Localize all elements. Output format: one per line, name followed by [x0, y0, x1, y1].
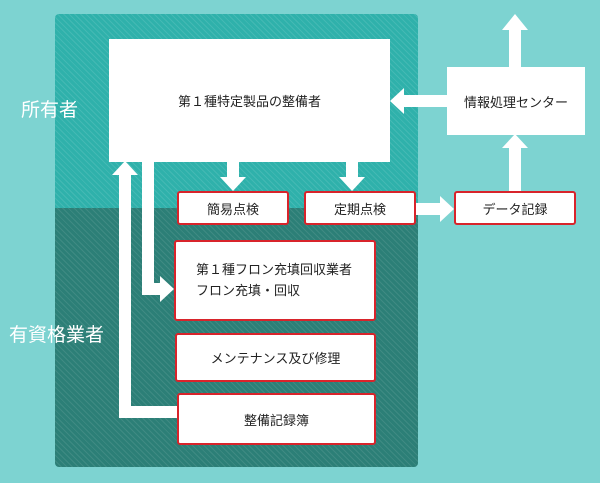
info-center-box: 情報処理センター [447, 67, 585, 135]
arrow-center-up [509, 30, 521, 68]
info-center-label: 情報処理センター [463, 95, 568, 111]
maintainer-box: 第１種特定製品の整備者 [109, 39, 390, 162]
data-record-box: データ記録 [454, 191, 576, 225]
arrow-head-record-to-center [502, 134, 528, 148]
arrow-head-log-to-maintainer [112, 161, 138, 175]
periodic-inspection-label: 定期点検 [333, 202, 386, 218]
arrow-head-to-freon-operator [160, 276, 174, 302]
role-label-owner: 所有者 [21, 99, 79, 121]
arrow-to-freon-operator-horizontal [142, 283, 160, 295]
role-label-qualified-operator: 有資格業者 [9, 324, 105, 346]
arrow-head-center-up [502, 14, 528, 30]
arrow-head-periodic-to-record [440, 196, 454, 222]
arrow-periodic-to-record [414, 203, 440, 215]
maintenance-repair-label: メンテナンス及び修理 [210, 352, 341, 367]
arrow-log-to-maintainer-horizontal [119, 406, 179, 418]
data-record-label: データ記録 [482, 202, 548, 218]
arrow-center-to-maintainer [403, 95, 447, 107]
arrow-head-to-periodic-inspection [339, 177, 365, 191]
arrow-to-simple-inspection [227, 161, 239, 178]
freon-operator-title: 第１種フロン充填回収業者 [196, 262, 353, 278]
arrow-log-to-maintainer-vertical [119, 175, 131, 418]
arrow-to-freon-operator-vertical [142, 161, 154, 295]
arrow-to-periodic-inspection [346, 161, 358, 178]
maintainer-label: 第１種特定製品の整備者 [177, 95, 321, 110]
periodic-inspection-box: 定期点検 [304, 191, 416, 225]
maintenance-repair-box: メンテナンス及び修理 [175, 333, 376, 382]
arrow-head-to-simple-inspection [220, 177, 246, 191]
freon-operator-subtitle: フロン充填・回収 [196, 283, 301, 299]
arrow-record-to-center [509, 148, 521, 192]
maintenance-log-box: 整備記録簿 [177, 393, 376, 445]
simple-inspection-box: 簡易点検 [177, 191, 289, 225]
maintenance-log-label: 整備記録簿 [243, 413, 309, 429]
simple-inspection-label: 簡易点検 [206, 202, 259, 218]
freon-operator-box: 第１種フロン充填回収業者 フロン充填・回収 [174, 240, 376, 321]
arrow-head-center-to-maintainer [390, 88, 404, 114]
